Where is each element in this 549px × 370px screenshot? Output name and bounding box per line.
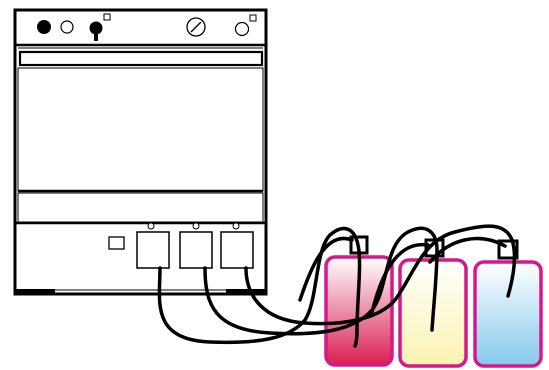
left-foot [15, 289, 55, 294]
key-switch-icon [89, 13, 111, 41]
power-indicator-icon [37, 20, 51, 34]
cartridge-slot [220, 231, 254, 269]
cartridge-status-icon [192, 222, 200, 230]
right-foot [226, 289, 266, 294]
main-window-panel [17, 67, 264, 192]
ink-tube-3 [244, 224, 517, 326]
gauge-dial-icon [186, 17, 206, 37]
ink-tube-2 [203, 226, 439, 336]
ink-bottle-3 [473, 239, 543, 368]
ink-tubes [157, 224, 517, 348]
cartridge-slot-1 [136, 222, 170, 269]
cartridge-status-icon [232, 222, 240, 230]
ink-tube-loop-1 [298, 236, 354, 302]
output-tray [17, 192, 264, 223]
status-light-icon [60, 20, 74, 34]
paper-slot [18, 50, 264, 67]
cartridge-slot-3 [220, 222, 254, 269]
printer-body [13, 8, 268, 296]
ink-tube-loop-3 [428, 236, 507, 264]
cartridge-status-icon [147, 222, 155, 230]
ink-tube-loop-2 [370, 242, 430, 314]
cartridge-slot-2 [179, 222, 213, 269]
access-button[interactable] [108, 236, 125, 250]
bottle-body [473, 260, 543, 368]
cartridge-slot [179, 231, 213, 269]
cartridge-slot [136, 231, 170, 269]
aux-indicator-icon [234, 14, 257, 37]
